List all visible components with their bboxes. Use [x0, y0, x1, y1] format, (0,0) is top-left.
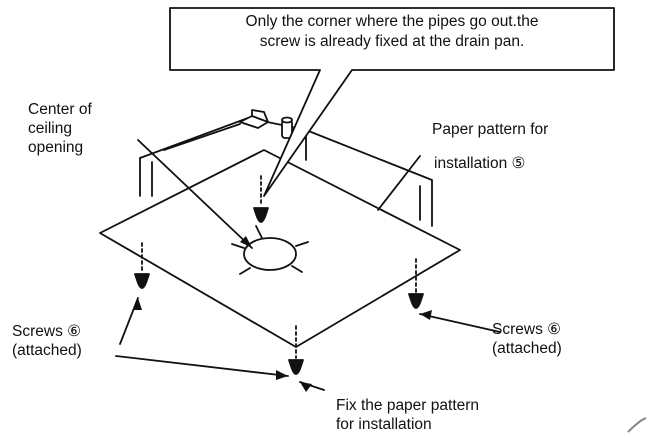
corner-curl-icon [627, 417, 647, 433]
callout-label: Only the corner where the pipes go out.t… [245, 13, 539, 50]
callout-bubble [169, 7, 615, 197]
screws-left-label: Screws ⑥ (attached) [12, 323, 82, 359]
center-label: Center of ceiling opening [28, 101, 92, 156]
pattern-leader [377, 155, 421, 211]
pipe-connections [239, 109, 293, 139]
paper-pattern-label: Paper pattern for [432, 121, 549, 138]
ceiling-opening [231, 225, 309, 275]
screws-left-leader-b [115, 355, 289, 377]
arrow-heads [134, 236, 432, 392]
center-leader [137, 139, 253, 249]
fix-label: Fix the paper pattern for installation [336, 397, 480, 433]
screws-right-label: Screws ⑥ (attached) [492, 321, 562, 357]
screws-left-leader-a [119, 297, 139, 345]
screws-right-leader [419, 313, 501, 333]
paper-pattern-label-line2: installation ⑤ [434, 155, 526, 172]
